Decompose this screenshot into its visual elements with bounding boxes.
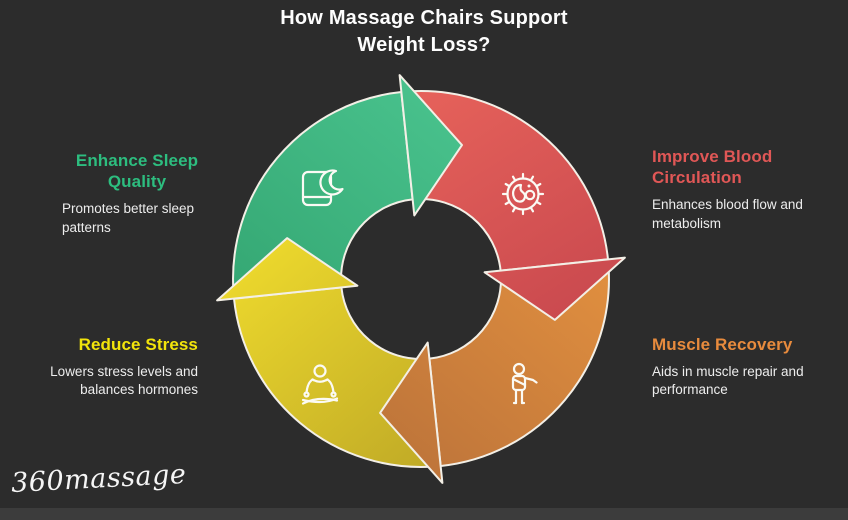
page-title: How Massage Chairs Support Weight Loss? — [0, 5, 848, 58]
brand-logo: 360massage — [10, 458, 188, 499]
arrowhead-sleep — [398, 74, 463, 217]
arrowhead-circulation — [483, 256, 626, 321]
step-block-improve-blood-circulation: Improve Blood Circulation Enhances blood… — [652, 146, 837, 233]
arrowhead-recovery — [379, 341, 444, 484]
step-heading: Enhance Sleep Quality — [75, 151, 199, 192]
step-heading: Reduce Stress — [78, 335, 198, 354]
step-block-muscle-recovery: Muscle Recovery Aids in muscle repair an… — [652, 334, 837, 400]
page-title-line1: How Massage Chairs Support — [280, 7, 568, 29]
step-description: Promotes better sleep patterns — [62, 201, 195, 235]
step-description: Aids in muscle repair and performance — [652, 364, 804, 398]
footer-bar — [0, 508, 848, 520]
blood-cell-icon — [501, 172, 545, 216]
phone-moon-icon — [301, 169, 344, 207]
meditation-icon — [301, 364, 339, 405]
step-heading: Muscle Recovery — [652, 335, 793, 354]
segment-arc-circulation — [406, 90, 609, 272]
step-description: Lowers stress levels and balances hormon… — [50, 364, 198, 398]
step-block-reduce-stress: Reduce Stress Lowers stress levels and b… — [28, 334, 198, 400]
cell-spikes — [501, 172, 545, 216]
recovery-person-icon — [511, 362, 538, 405]
step-description: Enhances blood flow and metabolism — [652, 197, 803, 231]
step-block-enhance-sleep-quality: Enhance Sleep Quality Promotes better sl… — [62, 150, 212, 237]
step-heading: Improve Blood Circulation — [652, 147, 773, 188]
cycle-diagram — [216, 74, 626, 484]
page-title-line2: Weight Loss? — [357, 33, 491, 56]
arrowhead-stress — [216, 237, 359, 302]
segment-arc-recovery — [428, 264, 610, 467]
segment-arc-sleep — [232, 91, 414, 294]
segment-arc-stress — [233, 286, 436, 468]
